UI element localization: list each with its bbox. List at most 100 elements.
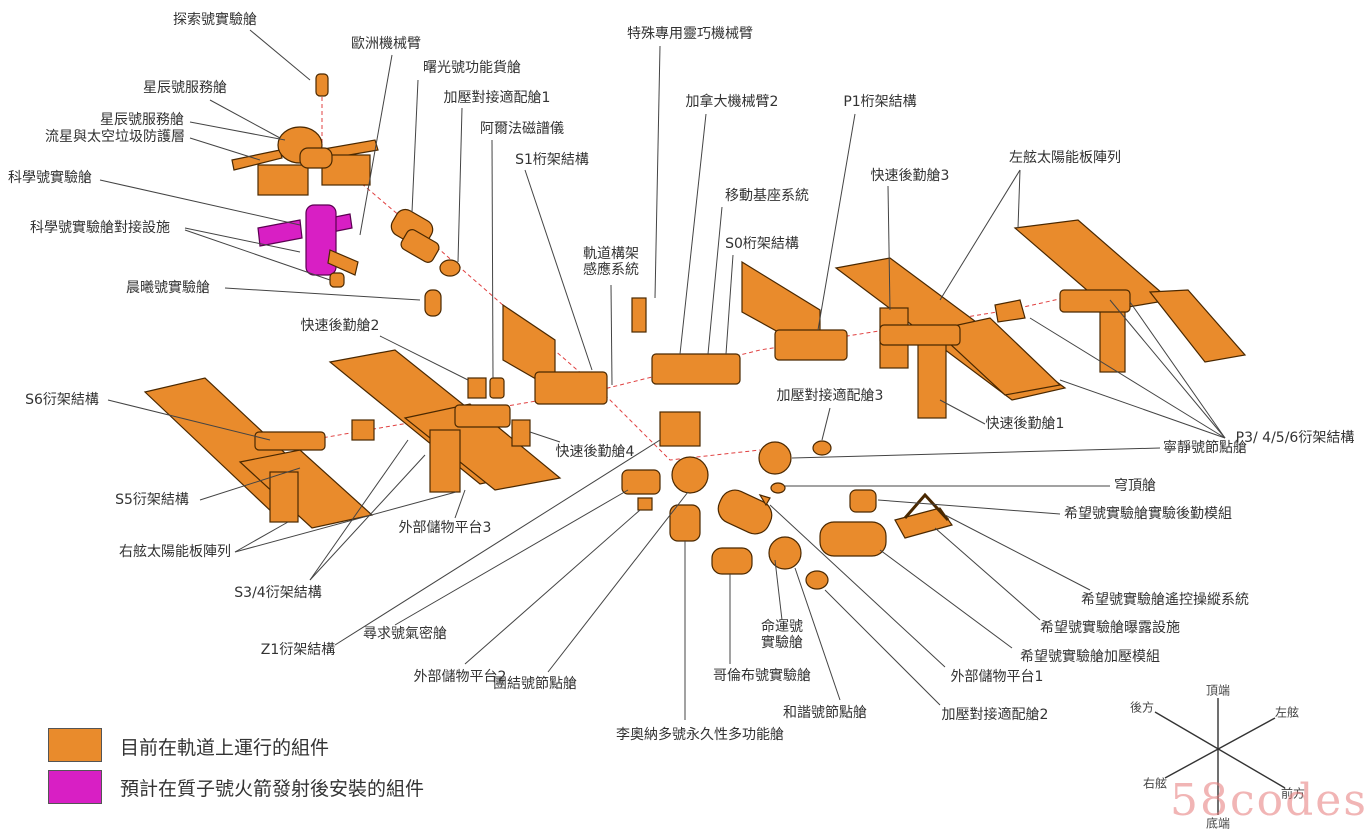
compass-forward: 前方 [1280, 786, 1306, 801]
zvezda-array-left [257, 164, 309, 196]
label-kibo-pm: 希望號實驗艙加壓模組 [1020, 649, 1160, 665]
columbus-module [711, 547, 753, 575]
p3-radiator [917, 339, 947, 419]
pma1-module [439, 259, 461, 277]
label-columbus: 哥倫布號實驗艙 [713, 668, 811, 684]
esp3-module [511, 419, 531, 447]
zarya-array [400, 229, 440, 263]
label-p1-truss: P1桁架結構 [843, 94, 917, 110]
s5-truss [351, 419, 375, 441]
label-s5-truss: S5衍架結構 [115, 492, 189, 508]
label-european-robotic-arm: 歐洲機械臂 [351, 36, 421, 52]
compass-bottom: 底端 [1205, 816, 1231, 831]
p5-truss [994, 299, 1026, 323]
s34-array-b [403, 403, 562, 491]
label-debris-shield: 流星與太空垃圾防護層 [45, 129, 185, 145]
label-kibo-ef: 希望號實驗艙曝露設施 [1040, 620, 1180, 636]
leader-lines [99, 29, 1226, 720]
s34-truss [454, 404, 511, 428]
label-s1-truss: S1桁架結構 [515, 152, 589, 168]
s6-radiator [269, 471, 299, 523]
label-destiny: 命運號實驗艙 [761, 619, 803, 651]
quest-airlock [621, 469, 661, 495]
label-kibo-elm: 希望號實驗艙實驗後勤模組 [1064, 506, 1232, 522]
esp2-module [637, 497, 653, 511]
s1-truss [534, 371, 608, 405]
z1-truss [659, 411, 701, 447]
nauka-radiator [327, 249, 359, 276]
zvezda-aft [299, 147, 333, 169]
leonardo-module [669, 504, 701, 542]
poisk-module [315, 73, 329, 97]
label-nauka-docking: 科學號實驗艙對接設施 [30, 220, 170, 236]
unity-node [671, 456, 709, 494]
label-zvezda-2: 星辰號服務艙 [100, 112, 184, 128]
label-esp3: 外部儲物平台3 [398, 520, 492, 536]
label-elc4: 快速後勤艙4 [555, 444, 635, 460]
label-canadarm2: 加拿大機械臂2 [685, 94, 779, 110]
label-dextre: 特殊專用靈巧機械臂 [627, 26, 753, 42]
label-z1-truss: Z1衍架結構 [260, 642, 336, 658]
label-zvezda: 星辰號服務艙 [143, 80, 227, 96]
pma3-module [812, 440, 832, 456]
compass-top: 頂端 [1205, 683, 1231, 698]
label-mobile-base: 移動基座系統 [725, 188, 809, 204]
label-elc1: 快速後勤艙1 [985, 416, 1065, 432]
label-ams: 阿爾法磁譜儀 [480, 121, 564, 137]
harmony-node [768, 536, 802, 570]
cupola-module [770, 482, 786, 494]
s0-truss-mbs [651, 353, 741, 385]
compass-aft: 後方 [1129, 700, 1155, 715]
p3-truss [879, 324, 961, 346]
s34-radiator [429, 429, 461, 493]
label-pma1: 加壓對接適配艙1 [443, 90, 551, 106]
label-poisk: 探索號實驗艙 [173, 12, 257, 28]
kibo-rms-arm [903, 492, 950, 522]
label-cupola: 穹頂艙 [1114, 478, 1156, 494]
label-kibo-rms: 希望號實驗艙遙控操縱系統 [1081, 592, 1249, 608]
label-nauka: 科學號實驗艙 [8, 170, 92, 186]
p6-truss [1059, 289, 1131, 313]
label-zarya: 曙光號功能貨艙 [423, 60, 521, 76]
label-rassvet: 晨曦號實驗艙 [126, 280, 210, 296]
pma2-module [805, 570, 829, 590]
rassvet-module [424, 289, 442, 317]
zvezda-panel-left [231, 149, 283, 171]
label-esp2: 外部儲物平台2 [413, 669, 507, 685]
ams-module [489, 377, 505, 399]
label-harmony: 和諧號節點艙 [783, 705, 867, 721]
p6-array-b [1148, 289, 1247, 363]
nauka-docking [329, 272, 345, 288]
legend-swatch-planned [48, 770, 102, 804]
label-s34-truss: S3/4衍架結構 [234, 585, 322, 601]
kibo-ef-module [894, 507, 953, 539]
label-s6-truss: S6衍架結構 [25, 392, 99, 408]
kibo-elm-module [849, 489, 877, 513]
destiny-module [717, 489, 773, 535]
orientation-compass [1154, 698, 1286, 815]
label-unity: 團結號節點艙 [493, 676, 577, 692]
esp1-module [758, 493, 771, 507]
label-p3456-truss: P3/ 4/5/6衍架結構 [1235, 430, 1355, 446]
label-s0-truss: S0桁架結構 [725, 236, 799, 252]
label-leonardo: 李奧納多號永久性多功能艙 [616, 727, 784, 743]
nauka-array-left [257, 219, 303, 247]
label-esp1: 外部儲物平台1 [950, 669, 1044, 685]
s5-s6-truss [254, 431, 326, 451]
p1-truss [774, 329, 848, 361]
legend-planned-label: 預計在質子號火箭發射後安裝的組件 [120, 778, 425, 800]
p3-array-b [933, 317, 1062, 396]
dextre-module [631, 297, 647, 333]
legend-swatch-current [48, 728, 102, 762]
tranquility-node [758, 441, 792, 475]
label-port-array: 左舷太陽能板陣列 [1009, 150, 1121, 166]
label-tranquility: 寧靜號節點艙 [1163, 440, 1247, 456]
compass-starboard: 右舷 [1142, 776, 1168, 791]
label-pma3: 加壓對接適配艙3 [776, 388, 884, 404]
elc2-module [467, 377, 487, 399]
watermark: 58codes [1170, 775, 1368, 826]
us-segment [621, 411, 953, 590]
compass-port: 左舷 [1274, 705, 1300, 720]
label-pma2: 加壓對接適配艙2 [941, 707, 1049, 723]
